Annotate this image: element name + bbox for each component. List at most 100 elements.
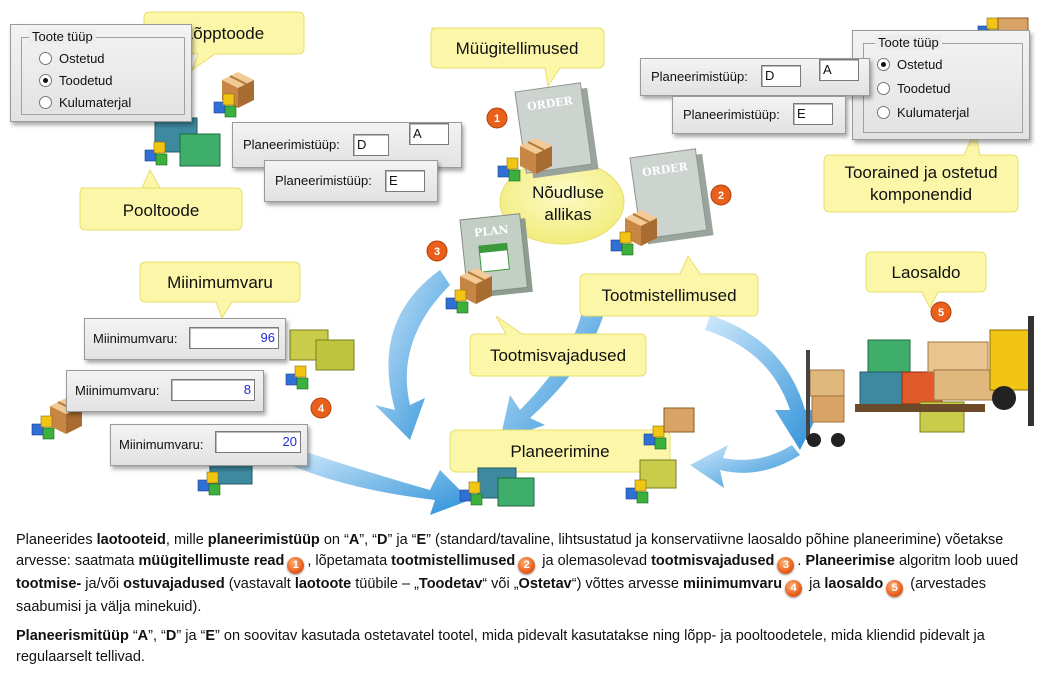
callout-toorained-text2: komponendid	[870, 185, 972, 204]
radio-button-selected[interactable]	[877, 58, 890, 71]
min-stock-panel-3: Miinimumvaru: 20	[110, 424, 308, 466]
planning-type-extra-field[interactable]: A	[409, 123, 449, 145]
planning-type-label: Planeerimistüüp:	[243, 137, 340, 152]
callout-pooltoode-text: Pooltoode	[123, 201, 200, 220]
badge-5-inline: 5	[886, 580, 904, 597]
green-box-icon	[497, 477, 535, 507]
cubes-icon	[497, 157, 521, 182]
radio-button[interactable]	[877, 82, 890, 95]
box-icon	[663, 407, 695, 433]
min-stock-label: Miinimumvaru:	[93, 331, 178, 346]
planning-panel-right-bottom: Planeerimistüüp: E	[672, 96, 846, 134]
callout-toorained-text1: Toorained ja ostetud	[844, 163, 997, 182]
cubes-icon	[610, 231, 634, 256]
svg-text:1: 1	[494, 113, 500, 125]
callout-tootmisvajadused-text: Tootmisvajadused	[490, 346, 626, 365]
callout-tootmistellimused	[579, 254, 759, 317]
toote-tyyp-panel-right: Toote tüüp Ostetud Toodetud Kulumaterjal	[852, 30, 1030, 140]
planning-panel-right-top: Planeerimistüüp: D A	[640, 58, 870, 96]
planning-type-label: Planeerimistüüp:	[651, 69, 748, 84]
cubes-icon	[144, 141, 168, 166]
radio-kulumaterjal-left[interactable]: Kulumaterjal	[39, 95, 131, 110]
radio-kulumaterjal-right[interactable]: Kulumaterjal	[877, 105, 969, 120]
min-stock-panel-2: Miinimumvaru: 8	[66, 370, 264, 412]
callout-toorained	[823, 128, 1019, 213]
callout-tootmistellimused-text: Tootmistellimused	[601, 286, 736, 305]
svg-text:5: 5	[938, 307, 944, 319]
radio-toodetud-left[interactable]: Toodetud	[39, 73, 113, 88]
svg-text:PLAN: PLAN	[473, 223, 509, 240]
svg-text:ORDER: ORDER	[526, 94, 574, 113]
min-stock-field[interactable]: 8	[171, 379, 255, 401]
noudluse-text2: allikas	[544, 205, 591, 224]
badge-4-inline: 4	[785, 580, 803, 597]
cubes-icon	[625, 479, 649, 504]
cubes-icon	[213, 93, 237, 118]
cubes-icon	[31, 415, 55, 440]
callout-laosaldo	[865, 251, 987, 310]
min-stock-field[interactable]: 96	[189, 327, 279, 349]
radio-button[interactable]	[39, 96, 52, 109]
callout-pooltoode	[79, 168, 243, 231]
workflow-diagram: Lõpptoode Pooltoode Müügitellimused Toor…	[31, 11, 1034, 515]
callout-laosaldo-text: Laosaldo	[891, 263, 960, 282]
radio-ostetud-left[interactable]: Ostetud	[39, 51, 105, 66]
min-stock-label: Miinimumvaru:	[75, 383, 160, 398]
arrow-production-to-planning	[705, 315, 820, 450]
badge-4: 4	[310, 397, 332, 419]
svg-text:ORDER: ORDER	[641, 160, 689, 179]
group-frame	[21, 37, 185, 115]
planning-type-field[interactable]: E	[385, 170, 425, 192]
callout-myygitellimused-text: Müügitellimused	[456, 39, 579, 58]
toote-tyyp-panel-left: Toote tüüp Ostetud Toodetud Kulumaterjal	[10, 24, 192, 122]
badge-1: 1	[486, 107, 508, 129]
callout-planeerimine	[449, 429, 671, 473]
paragraph-1: Planeerides laotooteid, mille planeerimi…	[16, 532, 1019, 615]
callout-miinimumvaru-text: Miinimumvaru	[167, 273, 273, 292]
warehouse-stock-icon	[806, 316, 1034, 447]
callout-planeerimine-text: Planeerimine	[510, 442, 609, 461]
callout-miinimumvaru	[139, 261, 301, 320]
planning-type-field[interactable]: D	[761, 65, 801, 87]
badge-1-inline: 1	[287, 557, 305, 574]
svg-text:2: 2	[718, 190, 724, 202]
olive-box-icon	[315, 339, 355, 371]
cubes-icon	[285, 365, 309, 390]
badge-3-inline: 3	[777, 557, 795, 574]
callout-lopptoode-text: Lõpptoode	[184, 24, 264, 43]
radio-button-selected[interactable]	[39, 74, 52, 87]
arrow-stock-to-planning	[690, 445, 800, 488]
olive-box-icon	[639, 459, 677, 489]
radio-ostetud-right[interactable]: Ostetud	[877, 57, 943, 72]
min-stock-panel-1: Miinimumvaru: 96	[84, 318, 286, 360]
radio-toodetud-right[interactable]: Toodetud	[877, 81, 951, 96]
radio-button[interactable]	[39, 52, 52, 65]
planning-type-label: Planeerimistüüp:	[683, 107, 780, 122]
planning-type-extra-field[interactable]: A	[819, 59, 859, 81]
arrow-minimum-to-planning	[290, 450, 470, 515]
badge-2-inline: 2	[518, 557, 536, 574]
callout-tootmisvajadused	[469, 315, 647, 377]
svg-text:4: 4	[318, 403, 325, 415]
callout-myygitellimused	[430, 27, 605, 88]
radio-button[interactable]	[877, 106, 890, 119]
green-box-icon	[179, 133, 221, 167]
badge-3: 3	[426, 240, 448, 262]
badge-2: 2	[710, 184, 732, 206]
arrow-order-to-planning	[500, 275, 610, 440]
noudluse-text1: Nõudluse	[532, 183, 604, 202]
planning-type-field[interactable]: D	[353, 134, 389, 156]
cubes-icon	[445, 289, 469, 314]
arrow-plan-to-planning	[375, 270, 450, 440]
badge-5: 5	[930, 301, 952, 323]
min-stock-field[interactable]: 20	[215, 431, 301, 453]
planning-type-label: Planeerimistüüp:	[275, 173, 372, 188]
planning-panel-left-bottom: Planeerimistüüp: E	[264, 160, 438, 202]
min-stock-label: Miinimumvaru:	[119, 437, 204, 452]
svg-text:3: 3	[434, 246, 440, 258]
group-title: Toote tüüp	[875, 35, 942, 50]
explanation-text: Planeerides laotooteid, mille planeerimi…	[16, 530, 1046, 676]
group-title: Toote tüüp	[29, 29, 96, 44]
planning-type-field[interactable]: E	[793, 103, 833, 125]
paragraph-2: Planeerismitüüp “A”, “D” ja “E” on soovi…	[16, 628, 985, 665]
